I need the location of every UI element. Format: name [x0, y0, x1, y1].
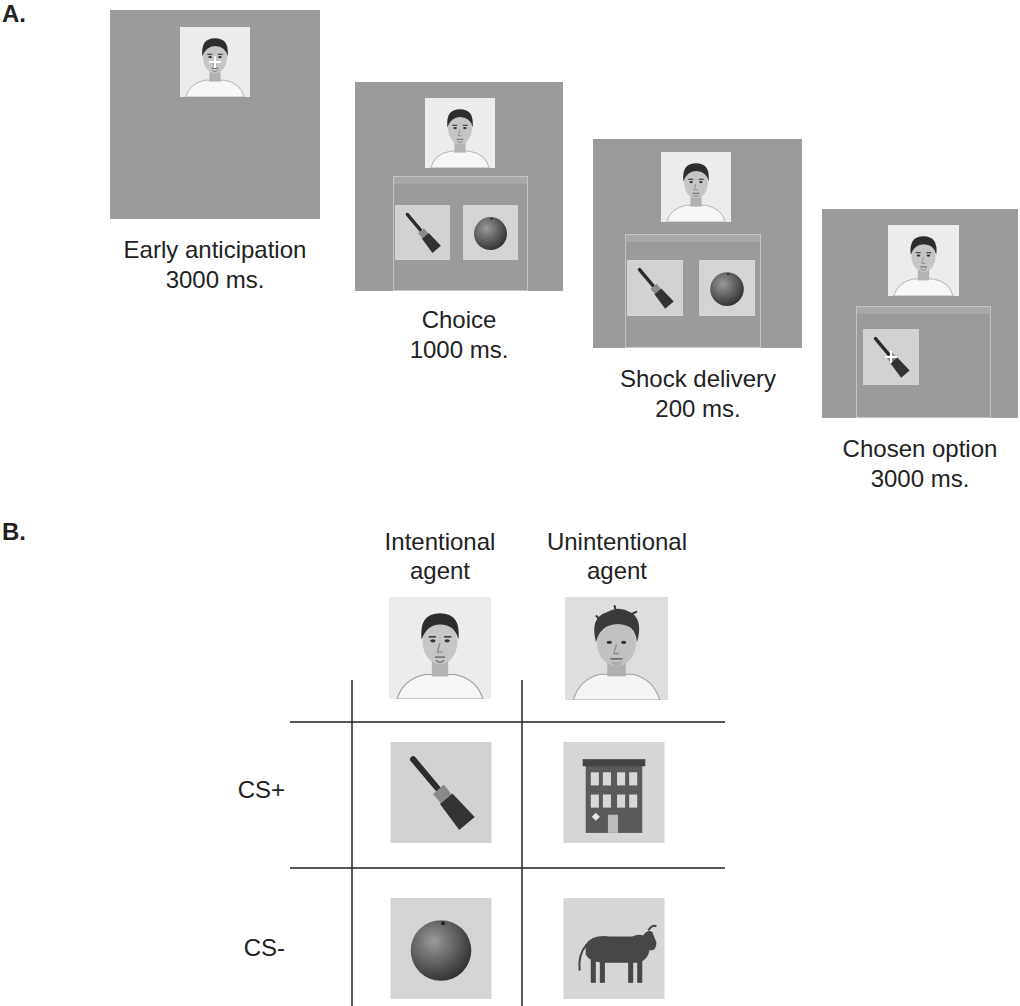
screen-caption: Early anticipation 3000 ms. [99, 235, 331, 295]
row-header: CS+ [215, 776, 285, 805]
screen-caption: Choice 1000 ms. [394, 305, 524, 365]
row-header: CS- [215, 934, 285, 963]
column-header: Intentional agent [365, 528, 515, 586]
screen-frame: Chosen option 3000 ms. [822, 209, 1018, 418]
screen-frame: Choice 1000 ms. [355, 82, 563, 291]
column-header: Unintentional agent [537, 528, 697, 586]
screen-caption: Shock delivery 200 ms. [598, 364, 798, 424]
panel-letter: A. [2, 0, 42, 29]
screen-frame: Early anticipation 3000 ms. [110, 10, 320, 219]
screen-caption: Chosen option 3000 ms. [820, 434, 1020, 494]
panel-letter: B. [2, 518, 42, 547]
screen-frame: Shock delivery 200 ms. [593, 139, 802, 348]
